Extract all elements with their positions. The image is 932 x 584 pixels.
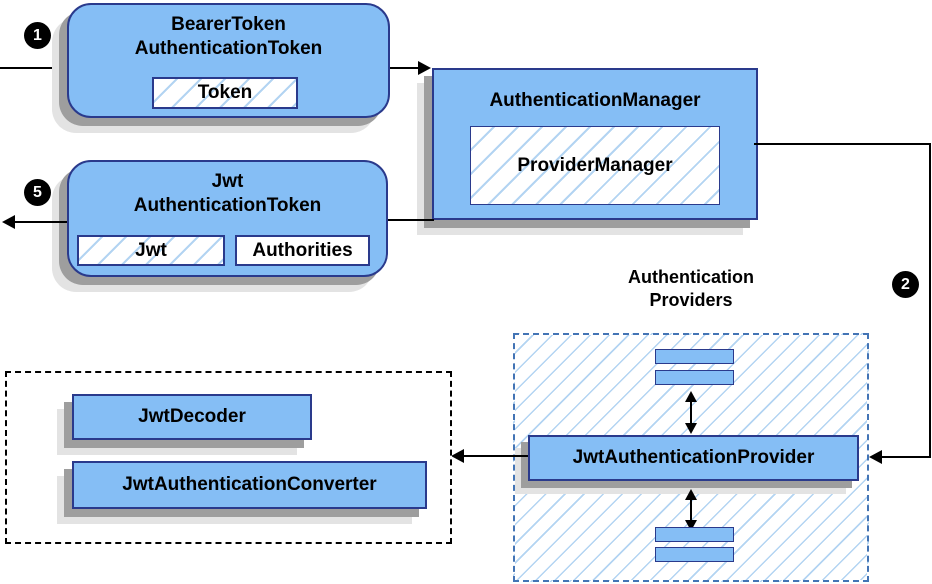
token-chip: Token <box>152 77 298 109</box>
provider-list-arrow-up-2-icon <box>685 489 697 500</box>
manager-to-provider-line-vertical <box>929 143 931 458</box>
provider-list-arrow-down-icon <box>685 423 697 434</box>
authentication-manager-title: AuthenticationManager <box>489 90 701 111</box>
other-provider-bar-2 <box>655 370 734 385</box>
jwt-authentication-converter-node: JwtAuthenticationConverter <box>72 461 427 509</box>
manager-to-provider-arrowhead-icon <box>869 450 882 464</box>
bearer-token-authentication-token-node: BearerToken AuthenticationToken Token <box>67 3 390 118</box>
manager-to-provider-line-bottom <box>882 456 931 458</box>
incoming-request-line <box>0 67 67 69</box>
bearer-token-title-line1: BearerToken <box>171 14 286 35</box>
outgoing-result-arrowhead-icon <box>2 215 15 229</box>
jwt-token-title-line2: AuthenticationToken <box>133 195 322 216</box>
manager-to-jwt-token-line <box>388 219 434 221</box>
provider-to-decoder-arrowhead-icon <box>451 449 464 463</box>
authentication-providers-label: Authentication Providers <box>513 266 869 312</box>
other-provider-bar-3 <box>655 527 734 542</box>
step-2-badge: 2 <box>892 271 919 298</box>
provider-to-decoder-line <box>462 455 528 457</box>
bearer-to-manager-line <box>390 67 420 69</box>
jwt-decoder-node: JwtDecoder <box>72 394 312 440</box>
authentication-providers-group: JwtAuthenticationProvider <box>513 333 869 582</box>
step-5-badge: 5 <box>24 179 51 206</box>
jwt-token-title-line1: Jwt <box>211 171 244 192</box>
provider-list-arrow-top-line <box>690 399 692 425</box>
provider-manager-chip: ProviderManager <box>470 126 720 205</box>
providers-label-line2: Providers <box>649 290 733 310</box>
jwt-authentication-token-node: Jwt AuthenticationToken Jwt Authorities <box>67 160 388 277</box>
providers-label-line1: Authentication <box>628 267 754 287</box>
outgoing-result-line <box>13 221 67 223</box>
jwt-authentication-provider-node: JwtAuthenticationProvider <box>528 435 859 481</box>
step-1-badge: 1 <box>24 22 51 49</box>
provider-list-arrow-up-icon <box>685 391 697 402</box>
authentication-manager-node: AuthenticationManager ProviderManager <box>432 68 758 220</box>
bearer-token-title-line2: AuthenticationToken <box>134 38 323 59</box>
bearer-to-manager-arrowhead-icon <box>418 61 431 75</box>
jwt-chip: Jwt <box>77 235 225 266</box>
authorities-chip: Authorities <box>235 235 370 266</box>
decoder-converter-group: JwtDecoder JwtAuthenticationConverter <box>5 371 452 544</box>
provider-list-arrow-down-2-icon <box>685 520 697 531</box>
other-provider-bar-1 <box>655 349 734 364</box>
other-provider-bar-4 <box>655 547 734 562</box>
manager-to-provider-line-top <box>754 143 931 145</box>
provider-list-arrow-bottom-line <box>690 498 692 522</box>
